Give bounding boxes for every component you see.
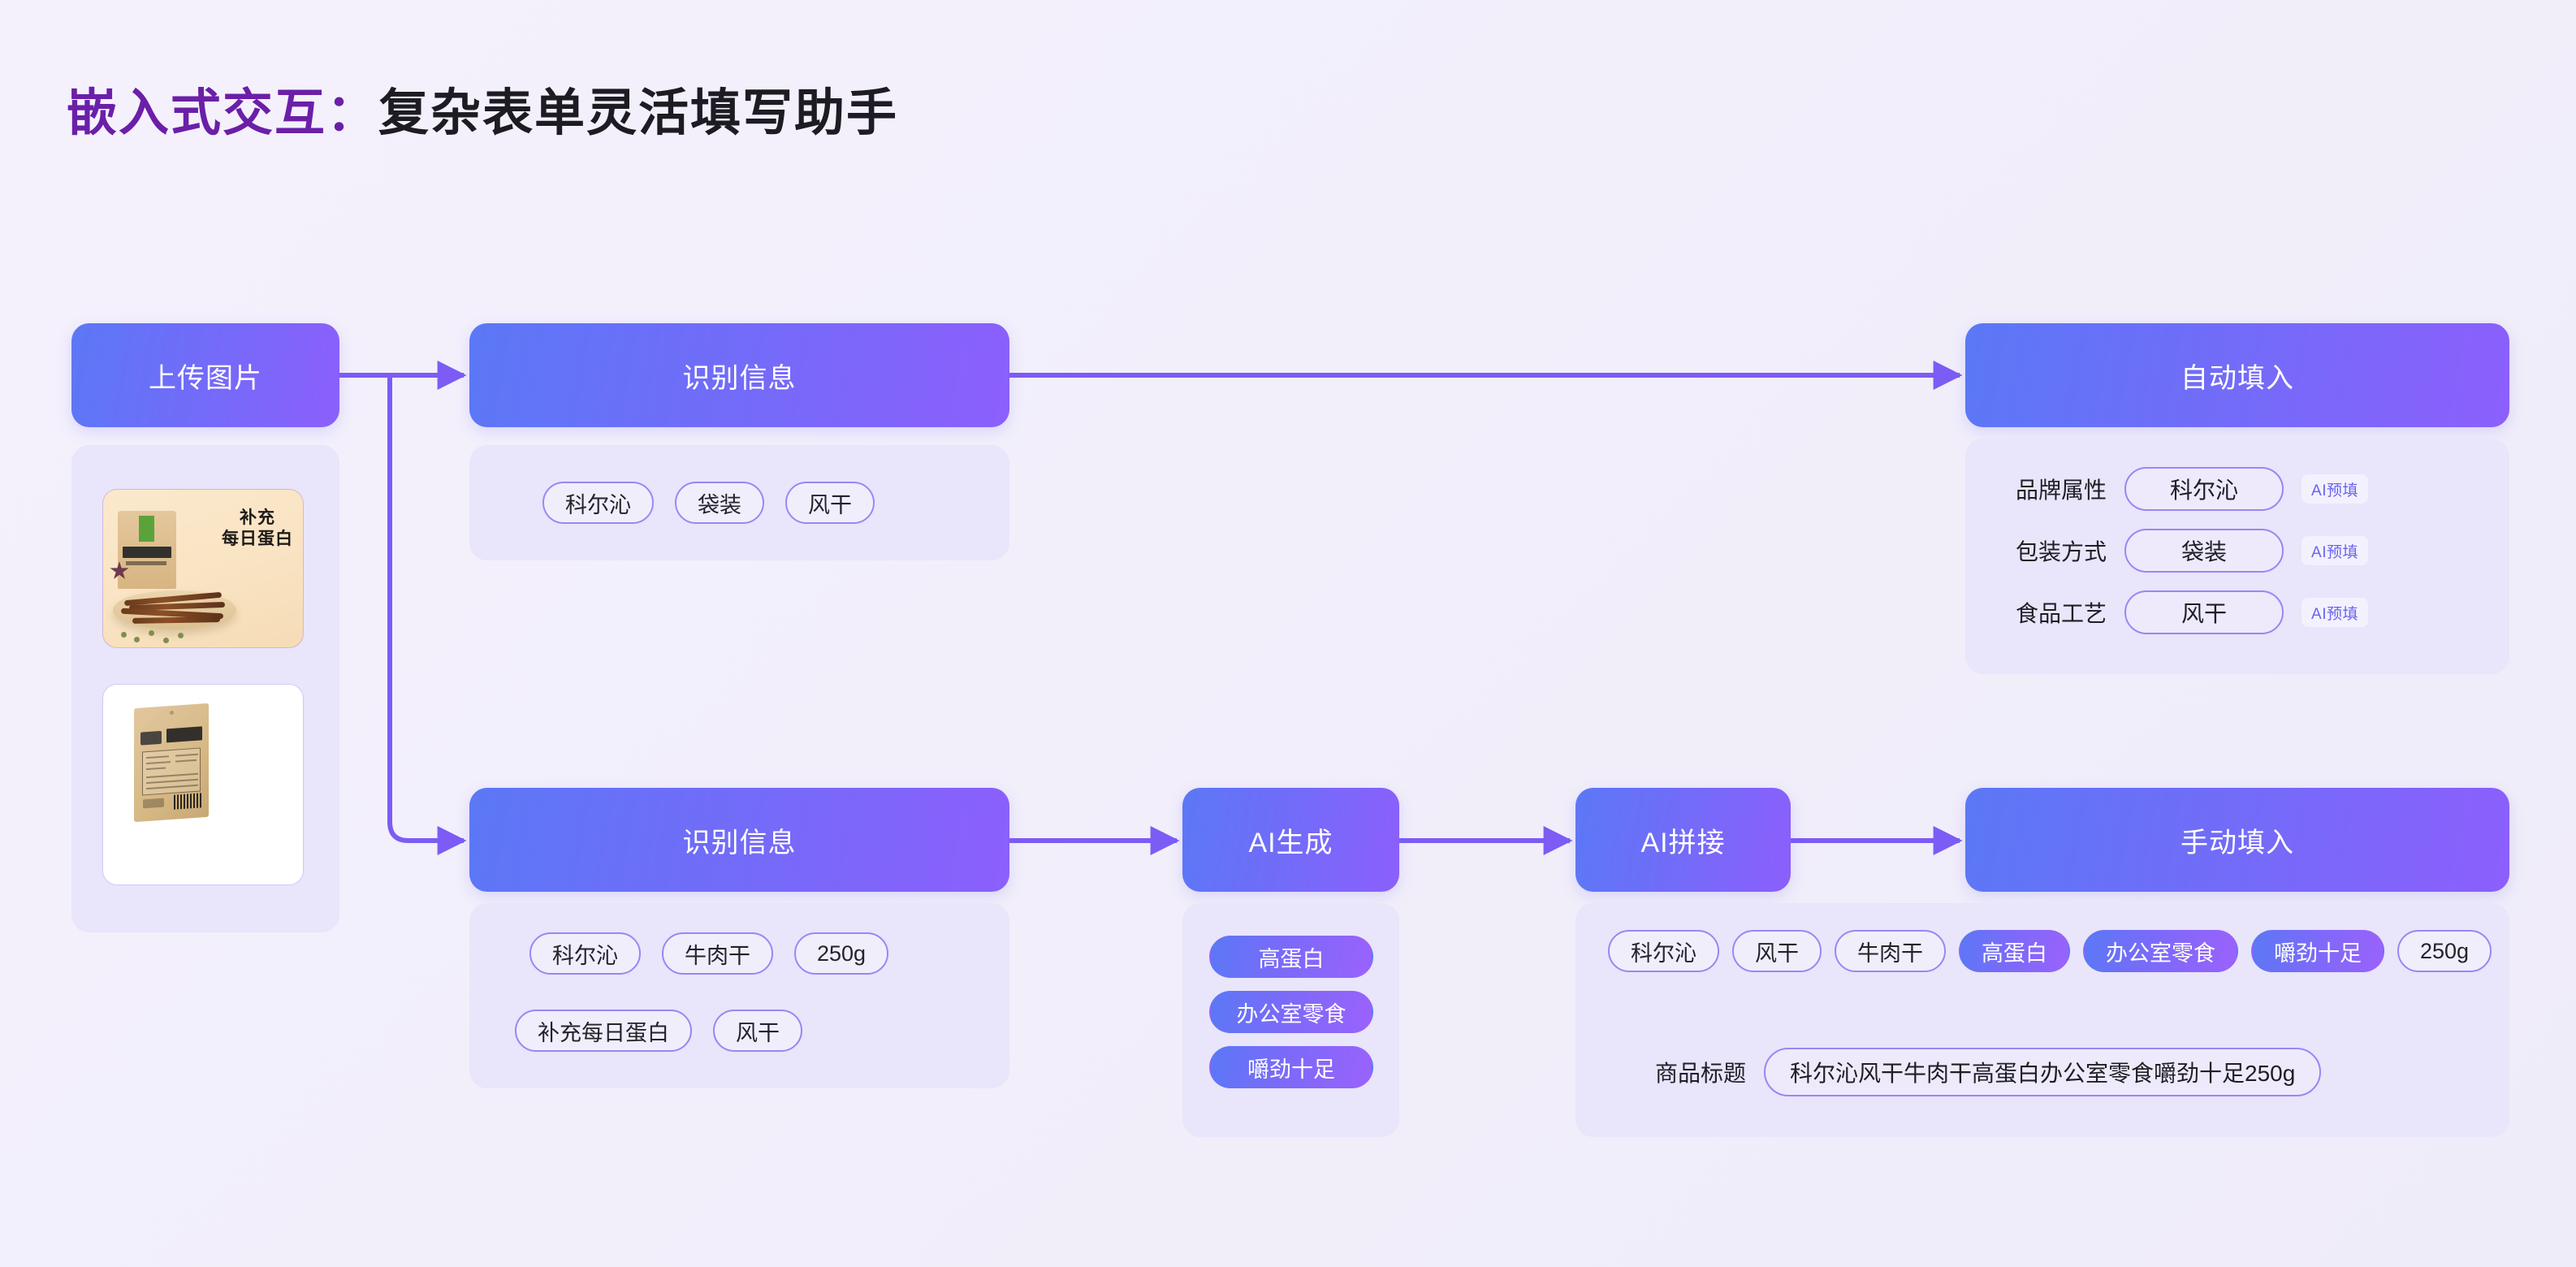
recognize-bottom-tags-row-1: 科尔沁 牛肉干 250g bbox=[529, 932, 889, 975]
page-title-rest: 复杂表单灵活填写助手 bbox=[378, 85, 899, 141]
stage-manual-fill[interactable]: 手动填入 bbox=[1965, 788, 2509, 892]
ai-prefill-badge: AI预填 bbox=[2302, 536, 2368, 565]
tag-chip[interactable]: 办公室零食 bbox=[1209, 991, 1373, 1033]
recognize-bottom-panel bbox=[469, 903, 1009, 1088]
manual-fill-tags: 科尔沁 风干 牛肉干 高蛋白 办公室零食 嚼劲十足 250g bbox=[1608, 930, 2492, 972]
ai-generate-tags: 高蛋白 办公室零食 嚼劲十足 bbox=[1209, 936, 1373, 1088]
tag-chip[interactable]: 科尔沁 bbox=[542, 482, 654, 524]
upload-image-panel: 补充 每日蛋白 bbox=[71, 445, 339, 932]
auto-fill-field-process: 食品工艺 风干 AI预填 bbox=[2016, 590, 2368, 634]
peppercorn bbox=[134, 637, 140, 642]
tag-chip[interactable]: 高蛋白 bbox=[1959, 930, 2070, 972]
stage-manual-fill-label: 手动填入 bbox=[2181, 827, 2294, 858]
stage-recognize-bottom[interactable]: 识别信息 bbox=[469, 788, 1009, 892]
recognize-top-tags: 科尔沁 袋装 风干 bbox=[542, 482, 875, 524]
field-value[interactable]: 风干 bbox=[2124, 590, 2284, 634]
product-bag-front-graphic bbox=[118, 511, 176, 589]
tag-chip[interactable]: 补充每日蛋白 bbox=[515, 1010, 692, 1052]
bag-hang-hole bbox=[170, 710, 174, 716]
overlay-line-1: 补充 bbox=[240, 508, 275, 527]
bag-logo bbox=[140, 730, 162, 746]
recycle-icons bbox=[143, 798, 164, 809]
stage-recognize-bottom-label: 识别信息 bbox=[682, 827, 797, 858]
field-value[interactable]: 科尔沁 bbox=[2124, 467, 2284, 511]
tag-chip[interactable]: 高蛋白 bbox=[1209, 936, 1373, 978]
field-label: 品牌属性 bbox=[2016, 478, 2107, 503]
auto-fill-field-brand: 品牌属性 科尔沁 AI预填 bbox=[2016, 467, 2368, 511]
wooden-plate-graphic bbox=[113, 590, 236, 629]
peppercorn bbox=[163, 638, 169, 643]
nutrition-label bbox=[142, 747, 201, 796]
stage-ai-generate[interactable]: AI生成 bbox=[1182, 788, 1399, 892]
peppercorn bbox=[178, 633, 184, 638]
stage-recognize-top-label: 识别信息 bbox=[682, 362, 797, 394]
peppercorn bbox=[121, 632, 127, 638]
ai-prefill-badge: AI预填 bbox=[2302, 598, 2368, 627]
bag-green-stripe bbox=[139, 516, 154, 542]
tag-chip[interactable]: 风干 bbox=[785, 482, 875, 524]
barcode bbox=[174, 793, 201, 810]
product-bag-back-graphic bbox=[134, 703, 209, 823]
tag-chip[interactable]: 风干 bbox=[1732, 930, 1822, 972]
tag-chip[interactable]: 牛肉干 bbox=[1835, 930, 1946, 972]
tag-chip[interactable]: 250g bbox=[794, 932, 889, 975]
tag-chip[interactable]: 科尔沁 bbox=[529, 932, 641, 975]
overlay-line-2: 每日蛋白 bbox=[222, 529, 293, 548]
auto-fill-field-package: 包装方式 袋装 AI预填 bbox=[2016, 529, 2368, 573]
page-title: 嵌入式交互：复杂表单灵活填写助手 bbox=[67, 71, 898, 145]
tag-chip[interactable]: 嚼劲十足 bbox=[2251, 930, 2384, 972]
stage-upload-image-label: 上传图片 bbox=[149, 362, 262, 394]
product-title-value[interactable]: 科尔沁风干牛肉干高蛋白办公室零食嚼劲十足250g bbox=[1764, 1048, 2322, 1096]
stage-recognize-top[interactable]: 识别信息 bbox=[469, 323, 1009, 427]
manual-fill-result-row: 商品标题 科尔沁风干牛肉干高蛋白办公室零食嚼劲十足250g bbox=[1655, 1048, 2322, 1096]
product-title-label: 商品标题 bbox=[1655, 1061, 1747, 1086]
bag-brand-text bbox=[123, 547, 171, 558]
uploaded-image-jerky-hero[interactable]: 补充 每日蛋白 bbox=[102, 489, 304, 648]
stage-ai-concat[interactable]: AI拼接 bbox=[1575, 788, 1791, 892]
stage-auto-fill[interactable]: 自动填入 bbox=[1965, 323, 2509, 427]
tag-chip[interactable]: 嚼劲十足 bbox=[1209, 1046, 1373, 1088]
tag-chip[interactable]: 袋装 bbox=[675, 482, 764, 524]
tag-chip[interactable]: 牛肉干 bbox=[662, 932, 773, 975]
stage-ai-generate-label: AI生成 bbox=[1248, 827, 1333, 858]
tag-chip[interactable]: 风干 bbox=[713, 1010, 802, 1052]
field-value[interactable]: 袋装 bbox=[2124, 529, 2284, 573]
tag-chip[interactable]: 办公室零食 bbox=[2083, 930, 2238, 972]
stage-auto-fill-label: 自动填入 bbox=[2181, 362, 2294, 394]
stage-upload-image[interactable]: 上传图片 bbox=[71, 323, 339, 427]
recognize-bottom-tags-row-2: 补充每日蛋白 风干 bbox=[515, 1010, 802, 1052]
tag-chip[interactable]: 科尔沁 bbox=[1608, 930, 1719, 972]
bag-sub-text bbox=[126, 561, 166, 565]
image-overlay-text: 补充 每日蛋白 bbox=[222, 508, 293, 549]
uploaded-image-bag-back[interactable] bbox=[102, 684, 304, 885]
field-label: 食品工艺 bbox=[2016, 601, 2107, 626]
peppercorn bbox=[149, 630, 154, 636]
jerky-stick bbox=[132, 616, 221, 624]
page-title-highlight: 嵌入式交互： bbox=[67, 85, 379, 141]
field-label: 包装方式 bbox=[2016, 539, 2107, 564]
tag-chip[interactable]: 250g bbox=[2397, 930, 2492, 972]
stage-ai-concat-label: AI拼接 bbox=[1640, 827, 1726, 858]
ai-prefill-badge: AI预填 bbox=[2302, 474, 2368, 504]
bag-brand-block bbox=[166, 726, 202, 743]
